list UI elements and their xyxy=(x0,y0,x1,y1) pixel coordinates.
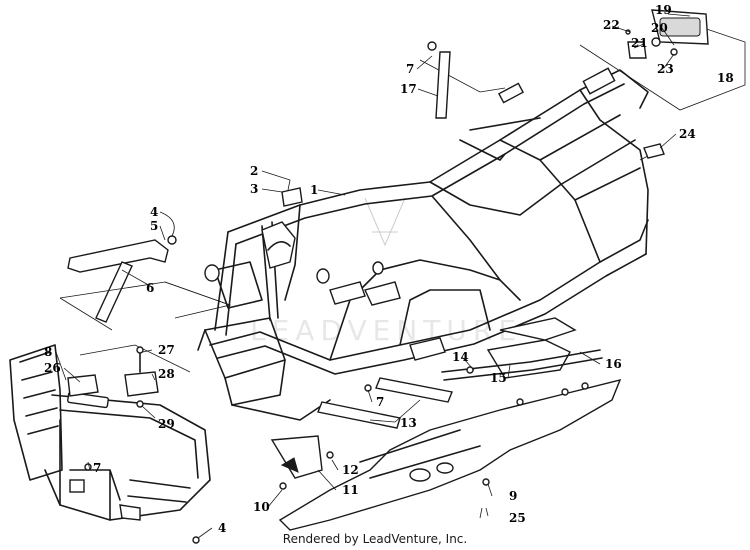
taillight-assembly xyxy=(625,9,709,59)
callout-13: 13 xyxy=(400,416,417,430)
callout-19: 19 xyxy=(655,3,672,17)
callout-16: 16 xyxy=(605,357,622,371)
render-credit: Rendered by LeadVenture, Inc. xyxy=(282,532,468,546)
callout-22: 22 xyxy=(603,18,620,32)
callout-7-bumper: 7 xyxy=(93,461,101,475)
callout-17: 17 xyxy=(400,82,417,96)
callout-7-middle: 7 xyxy=(376,395,384,409)
watermark-text: LEADVENTURE xyxy=(250,314,522,347)
callout-6: 6 xyxy=(146,281,154,295)
callout-28: 28 xyxy=(158,367,175,381)
watermark-logo: LEADVENTURE xyxy=(250,197,522,347)
plate-24 xyxy=(643,143,665,159)
callout-15: 15 xyxy=(490,371,507,385)
reference-lines xyxy=(59,19,746,373)
callout-9: 9 xyxy=(509,489,517,503)
front-support-bracket-5 xyxy=(67,235,177,273)
skid-plate-9 xyxy=(278,378,622,531)
callout-26: 26 xyxy=(44,361,61,375)
front-bumper xyxy=(9,344,211,521)
fasteners xyxy=(84,366,490,544)
callout-29: 29 xyxy=(158,417,175,431)
callout-21: 21 xyxy=(631,36,648,50)
callout-12: 12 xyxy=(342,463,359,477)
callout-1: 1 xyxy=(310,183,318,197)
callout-4-upper: 4 xyxy=(150,205,158,219)
callout-leaders xyxy=(55,13,691,539)
callout-25: 25 xyxy=(509,511,526,525)
mount-bracket-11 xyxy=(270,435,334,490)
callout-11: 11 xyxy=(342,483,359,497)
main-frame xyxy=(197,67,649,421)
callout-5: 5 xyxy=(150,219,158,233)
skid-strips-13 xyxy=(317,377,453,429)
bumper-bracket-28 xyxy=(124,346,159,408)
callout-18: 18 xyxy=(717,71,734,85)
callout-14: 14 xyxy=(452,350,469,364)
callout-8: 8 xyxy=(44,345,52,359)
callout-27: 27 xyxy=(158,343,175,357)
front-brace-6 xyxy=(95,261,133,323)
rear-bracket-15 xyxy=(486,317,577,379)
callout-10: 10 xyxy=(253,500,270,514)
callout-3: 3 xyxy=(250,182,258,196)
callout-20: 20 xyxy=(651,21,668,35)
callout-labels: 1 2 3 4 4 5 6 7 7 7 7 8 9 10 11 12 13 14… xyxy=(44,3,734,535)
upper-strut-17 xyxy=(427,41,451,119)
callout-24: 24 xyxy=(679,127,696,141)
callout-23: 23 xyxy=(657,62,674,76)
callout-7-top: 7 xyxy=(406,62,414,76)
callout-4-lower: 4 xyxy=(218,521,226,535)
callout-2: 2 xyxy=(250,164,258,178)
bracket-2-3 xyxy=(281,187,303,207)
